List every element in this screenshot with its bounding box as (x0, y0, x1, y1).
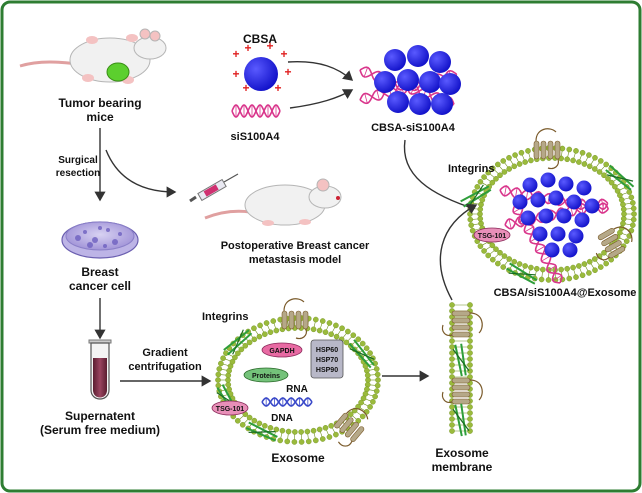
final-exosome (460, 128, 637, 285)
cbsa-sis100a4-complex (359, 45, 461, 115)
syringe-icon (189, 173, 239, 203)
label-gradient-2: centrifugation (128, 361, 202, 373)
label-sis100a4: siS100A4 (231, 131, 281, 143)
label-rna: RNA (286, 384, 308, 395)
label-breast-cell-1: Breast (81, 265, 118, 279)
sirna-helix-icon (231, 104, 281, 118)
label-tsg-mid: TSG-101 (216, 406, 245, 413)
label-surgical-2: resection (56, 168, 100, 179)
label-exo-membrane-2: membrane (432, 460, 493, 474)
svg-text:+: + (242, 81, 249, 95)
dna-helix-icon (261, 397, 313, 407)
tumor-bearing-mouse (19, 28, 167, 84)
arrow-sirna-merge (289, 89, 354, 109)
svg-text:+: + (232, 67, 239, 81)
label-gapdh: GAPDH (269, 348, 294, 355)
label-supernatant-2: (Serum free medium) (40, 423, 160, 437)
arrow-to-postoperative (105, 149, 177, 198)
label-supernatant-1: Supernatent (65, 409, 135, 423)
postoperative-mouse (204, 178, 342, 226)
cbsa-nanoparticle (244, 57, 278, 91)
label-tumor-mice-1: Tumor bearing (58, 96, 141, 110)
label-postoperative-2: metastasis model (249, 254, 341, 266)
label-postoperative-1: Postoperative Breast cancer (221, 240, 370, 252)
label-cbsa-sis100a4: CBSA-siS100A4 (371, 122, 456, 134)
label-hsp70: HSP70 (316, 357, 338, 364)
arrow-membrane-to-final (439, 204, 478, 301)
gapdh-badge: GAPDH (261, 342, 303, 358)
centrifuge-tube-icon (88, 339, 112, 400)
svg-text:+: + (284, 65, 291, 79)
label-proteins: Proteins (252, 373, 280, 380)
label-integrins-mid: Integrins (202, 311, 248, 323)
arrow-complex-to-final (403, 139, 480, 213)
tsg101-badge-top: TSG-101 (473, 227, 511, 243)
label-integrins-top: Integrins (448, 163, 494, 175)
label-tumor-mice-2: mice (86, 110, 114, 124)
label-surgical-1: Surgical (58, 155, 98, 166)
petri-dish-icon (61, 221, 139, 259)
svg-text:+: + (280, 47, 287, 61)
svg-text:+: + (244, 41, 251, 55)
label-dna: DNA (271, 413, 293, 424)
proteins-badge: Proteins (243, 367, 289, 383)
svg-text:+: + (266, 39, 273, 53)
label-exosome: Exosome (271, 451, 325, 465)
label-hsp60: HSP60 (316, 347, 338, 354)
tumor-mass (106, 62, 130, 82)
hsp-box: HSP60 HSP70 HSP90 (310, 339, 344, 379)
label-tsg-top: TSG-101 (478, 233, 507, 240)
label-exo-membrane-1: Exosome (435, 446, 489, 460)
arrow-cbsa-merge (287, 60, 354, 81)
svg-text:+: + (232, 47, 239, 61)
label-gradient-1: Gradient (142, 347, 188, 359)
tsg101-badge-mid: TSG-101 (211, 400, 249, 416)
svg-text:+: + (274, 81, 281, 95)
label-hsp90: HSP90 (316, 367, 338, 374)
positive-charge-icons: ++++++++ (232, 39, 291, 95)
label-breast-cell-2: cancer cell (69, 279, 131, 293)
label-cbsa: CBSA (243, 32, 277, 46)
exosome-membrane-strip (441, 302, 483, 437)
label-final-exosome: CBSA/siS100A4@Exosome (494, 287, 637, 299)
